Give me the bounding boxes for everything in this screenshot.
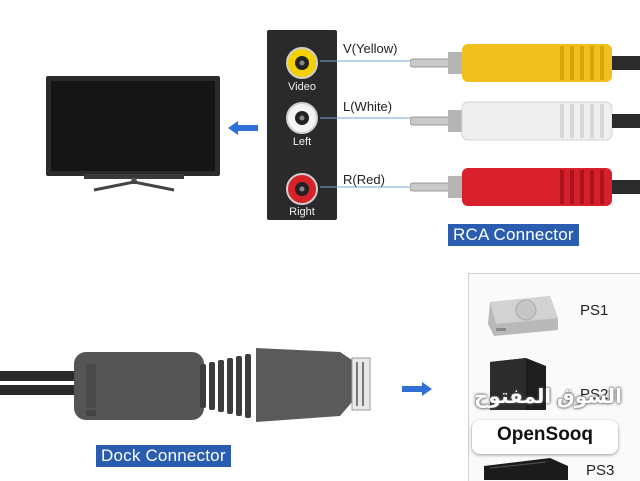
left-jack-label: Left bbox=[292, 136, 312, 148]
leader-lines bbox=[320, 60, 414, 188]
rca-plug-yellow bbox=[410, 44, 640, 82]
plug-label-white: L(White) bbox=[343, 99, 393, 114]
arrow-left-icon bbox=[228, 121, 258, 135]
dock-connector-caption: Dock Connector bbox=[96, 445, 231, 467]
ps1-label: PS1 bbox=[580, 302, 609, 319]
right-jack-label: Right bbox=[289, 206, 315, 218]
ps2-console-icon bbox=[490, 358, 546, 410]
watermark-brand: OpenSooq bbox=[496, 424, 594, 445]
ps1-console-icon bbox=[488, 296, 558, 336]
rca-plug-white bbox=[410, 101, 640, 141]
plug-label-red: R(Red) bbox=[343, 172, 385, 187]
tv-icon bbox=[46, 76, 220, 192]
ps3-label: PS3 bbox=[586, 462, 615, 479]
rca-connector-caption: RCA Connector bbox=[448, 224, 579, 246]
video-jack-label: Video bbox=[288, 81, 316, 93]
watermark-arabic: السوق المفتوح bbox=[474, 386, 622, 408]
right-jack bbox=[286, 173, 318, 205]
left-jack bbox=[286, 102, 318, 134]
rca-plug-red bbox=[410, 168, 640, 206]
arrow-right-icon bbox=[402, 382, 432, 396]
video-jack bbox=[286, 47, 318, 79]
ps2-label: PS2 bbox=[580, 386, 609, 403]
plug-label-yellow: V(Yellow) bbox=[343, 41, 398, 56]
dock-connector-cable bbox=[0, 348, 371, 422]
ps3-console-icon bbox=[484, 458, 568, 480]
watermark-badge bbox=[472, 420, 618, 454]
